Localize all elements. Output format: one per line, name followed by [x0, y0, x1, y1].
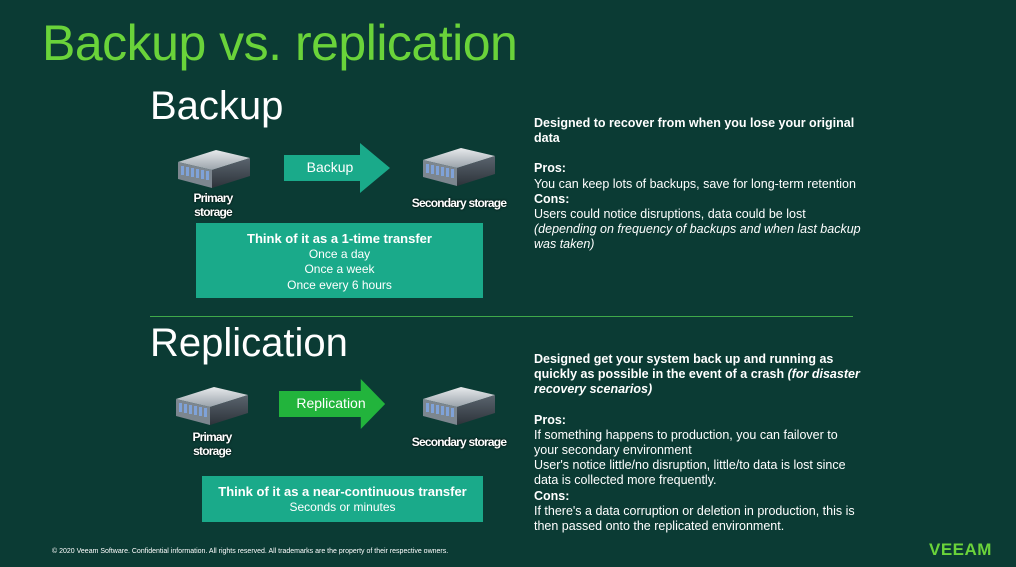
backup-cons-text: Users could notice disruptions, data cou… — [534, 207, 806, 222]
backup-cons-note: (depending on frequency of backups and w… — [534, 222, 861, 252]
replication-pros-text: If something happens to production, you … — [534, 427, 838, 458]
primary-storage-label: Primary storage — [157, 430, 267, 458]
backup-box-line: Once every 6 hours — [287, 277, 392, 292]
backup-summary: Designed to recover from when you lose y… — [534, 116, 855, 146]
replication-cons-label: Cons: — [534, 488, 570, 503]
right-arrow-icon — [279, 379, 385, 429]
server-icon — [423, 387, 495, 425]
replication-arrow-label: Replication — [296, 395, 366, 411]
primary-label-line: Primary — [192, 430, 232, 444]
backup-pros-text: You can keep lots of backups, save for l… — [534, 176, 856, 191]
server-icon — [178, 150, 250, 188]
server-icon — [423, 148, 495, 186]
slide-title: Backup vs. replication — [42, 15, 518, 71]
secondary-storage-label: Secondary storage — [411, 435, 507, 449]
replication-transfer-box: Think of it as a near-continuous transfe… — [202, 476, 483, 522]
backup-cons-label: Cons: — [534, 191, 570, 206]
backup-description: Designed to recover from when you lose y… — [534, 116, 864, 253]
veeam-logo: VEEAM — [929, 540, 992, 559]
backup-pros-label: Pros: — [534, 161, 566, 176]
replication-summary-text: Designed get your system back up and run… — [534, 352, 834, 382]
replication-description: Designed get your system back up and run… — [534, 352, 864, 534]
server-icon — [176, 387, 248, 425]
replication-box-line: Seconds or minutes — [289, 499, 396, 514]
replication-summary: Designed get your system back up and run… — [534, 352, 864, 398]
backup-arrow-label: Backup — [306, 159, 354, 175]
replication-pros-label: Pros: — [534, 412, 566, 427]
section-divider — [150, 316, 853, 317]
backup-box-line: Once a day — [308, 246, 371, 261]
primary-label-line: storage — [194, 205, 233, 219]
backup-heading: Backup — [150, 84, 284, 128]
primary-label-line: Primary — [193, 191, 233, 205]
copyright-footer: © 2020 Veeam Software. Confidential info… — [52, 548, 449, 555]
replication-pros-text: User's notice little/no disruption, litt… — [534, 458, 846, 488]
replication-heading: Replication — [150, 321, 348, 365]
secondary-storage-label: Secondary storage — [411, 196, 507, 210]
replication-cons-text: If there's a data corruption or deletion… — [534, 503, 855, 534]
backup-box-headline: Think of it as a 1-time transfer — [247, 231, 432, 246]
primary-storage-label: Primary storage — [158, 191, 268, 219]
replication-box-headline: Think of it as a near-continuous transfe… — [218, 484, 467, 499]
replication-summary-note: (for disaster recovery scenarios) — [534, 367, 860, 397]
right-arrow-icon — [284, 143, 390, 193]
primary-label-line: storage — [193, 444, 232, 458]
backup-transfer-box: Think of it as a 1-time transfer Once a … — [196, 223, 483, 298]
backup-box-line: Once a week — [304, 262, 375, 276]
